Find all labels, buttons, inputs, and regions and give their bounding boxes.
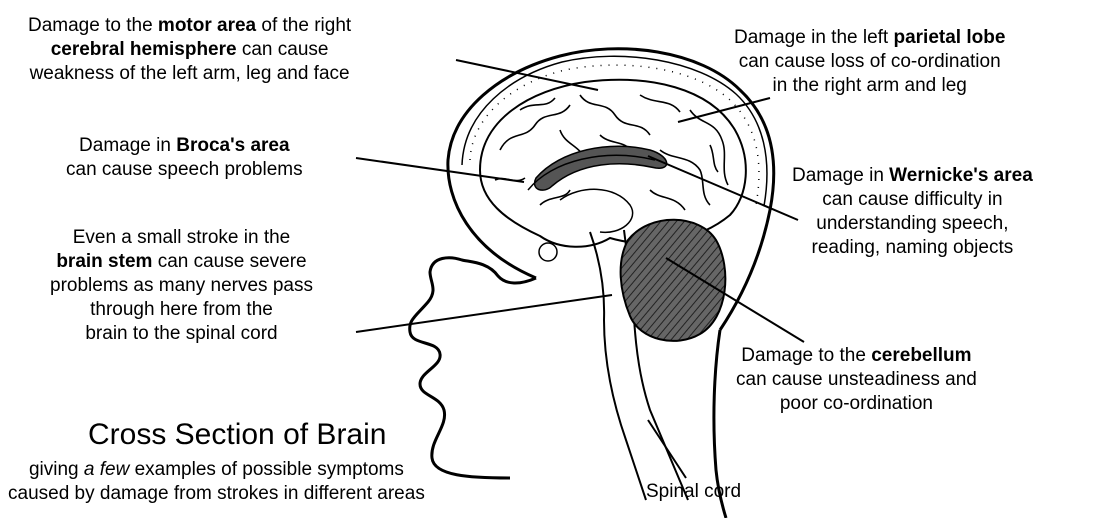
brain-stem-label: Even a small stroke in the brain stem ca…	[50, 226, 313, 346]
motor-leader	[456, 60, 598, 90]
spinal-leader	[648, 420, 686, 478]
wernicke-area-label: Damage in Wernicke's area can cause diff…	[792, 164, 1033, 260]
cerebellum-shape	[621, 220, 726, 341]
broca-area-label: Damage in Broca's area can cause speech …	[66, 134, 303, 182]
diagram-title: Cross Section of Brain	[88, 418, 386, 452]
head-outline	[410, 258, 536, 478]
brainstem-leader	[356, 295, 612, 332]
motor-area-label: Damage to the motor area of the right ce…	[28, 14, 351, 86]
spinal-cord-label: Spinal cord	[646, 480, 741, 504]
cerebellum-label: Damage to the cerebellum can cause unste…	[736, 344, 977, 416]
pituitary	[539, 243, 557, 261]
diagram-subtitle: giving a few examples of possible sympto…	[8, 458, 425, 506]
parietal-lobe-label: Damage in the left parietal lobe can cau…	[734, 26, 1005, 98]
